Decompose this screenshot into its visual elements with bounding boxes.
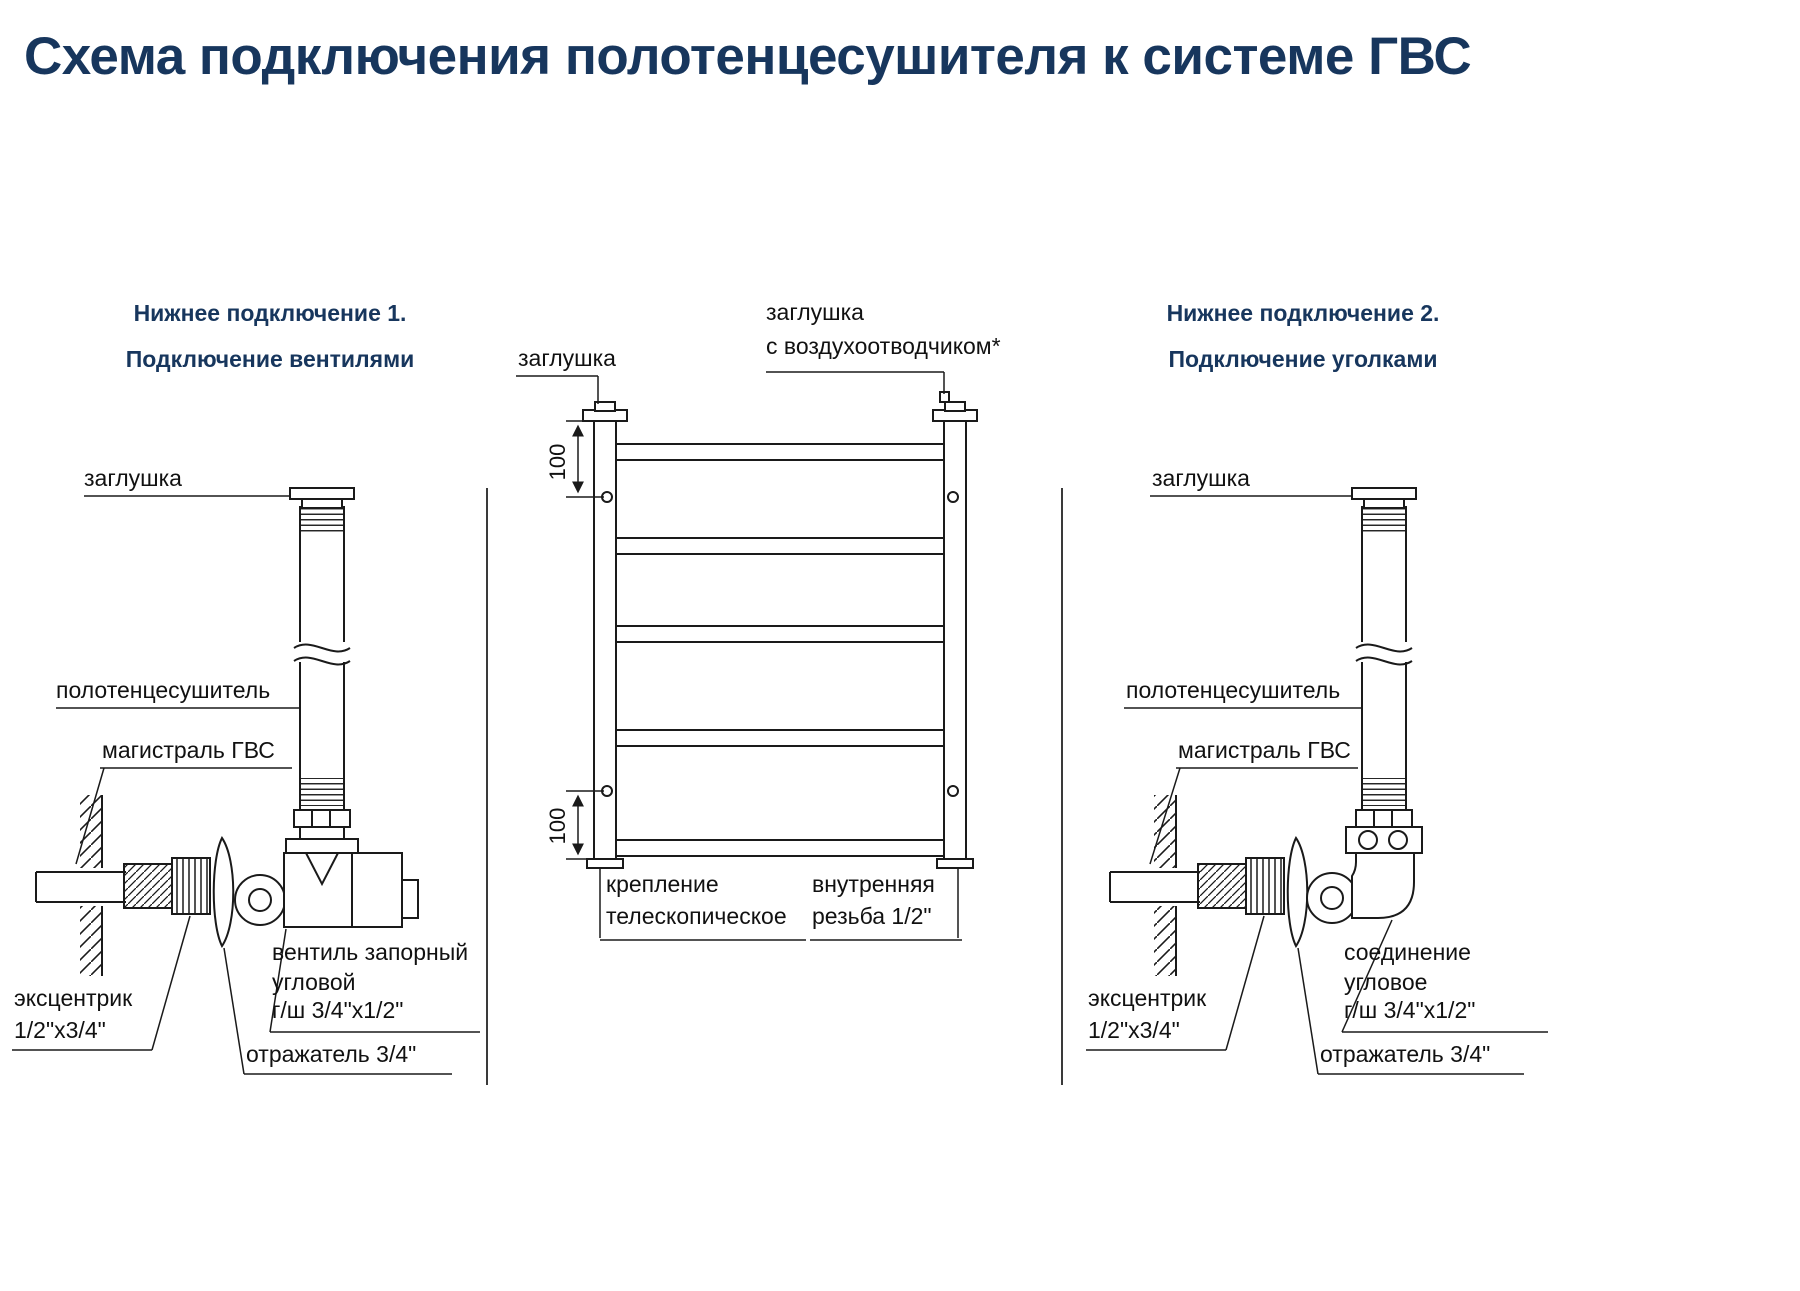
- center-plug-label: заглушка: [518, 345, 616, 371]
- center-vent-plug-label-line2: с воздухоотводчиком*: [766, 333, 1001, 359]
- right-plug-label: заглушка: [1152, 465, 1250, 491]
- right-joint-label-line1: соединение: [1344, 939, 1471, 965]
- dimension-bottom-label: 100: [545, 808, 570, 845]
- page-title: Схема подключения полотенцесушителя к си…: [24, 27, 1472, 86]
- left-hws-main-label: магистраль ГВС: [102, 737, 275, 763]
- leader-lines: [12, 371, 1548, 1075]
- center-thread-label-line1: внутренняя: [812, 871, 935, 897]
- center-mount-label-line1: крепление: [606, 871, 719, 897]
- left-plug-label: заглушка: [84, 465, 182, 491]
- left-towel-rail-label: полотенцесушитель: [56, 677, 271, 703]
- center-thread-label-line2: резьба 1/2": [812, 903, 932, 929]
- right-eccentric-label-line2: 1/2"х3/4": [1088, 1017, 1180, 1043]
- right-section-header-line1: Нижнее подключение 2.: [1166, 300, 1440, 326]
- left-eccentric-label-line2: 1/2"х3/4": [14, 1017, 106, 1043]
- dimension-top-label: 100: [545, 444, 570, 481]
- left-eccentric-label-line1: эксцентрик: [14, 985, 133, 1011]
- right-joint-label-line2: угловое: [1344, 969, 1428, 995]
- right-section-header-line2: Подключение уголками: [1168, 346, 1438, 372]
- right-connection-drawing: [1109, 487, 1423, 976]
- right-towel-rail-label: полотенцесушитель: [1126, 677, 1341, 703]
- right-hws-main-label: магистраль ГВС: [1178, 737, 1351, 763]
- right-joint-label-line3: г/ш 3/4"х1/2": [1344, 997, 1476, 1023]
- left-section-header-line2: Подключение вентилями: [125, 346, 415, 372]
- section-dividers: [486, 488, 1063, 1085]
- left-connection-drawing: [35, 487, 419, 976]
- center-vent-plug-label-line1: заглушка: [766, 299, 864, 325]
- left-reflector-label: отражатель 3/4": [246, 1041, 417, 1067]
- center-mount-label-line2: телескопическое: [606, 903, 787, 929]
- right-eccentric-label-line1: эксцентрик: [1088, 985, 1207, 1011]
- left-section-header-line1: Нижнее подключение 1.: [133, 300, 407, 326]
- dimension-lines: [566, 420, 604, 860]
- radiator-front-drawing: [582, 391, 978, 869]
- left-valve-label-line2: угловой: [272, 969, 356, 995]
- left-valve-label-line3: г/ш 3/4"х1/2": [272, 997, 404, 1023]
- left-valve-label-line1: вентиль запорный: [272, 939, 469, 965]
- right-reflector-label: отражатель 3/4": [1320, 1041, 1491, 1067]
